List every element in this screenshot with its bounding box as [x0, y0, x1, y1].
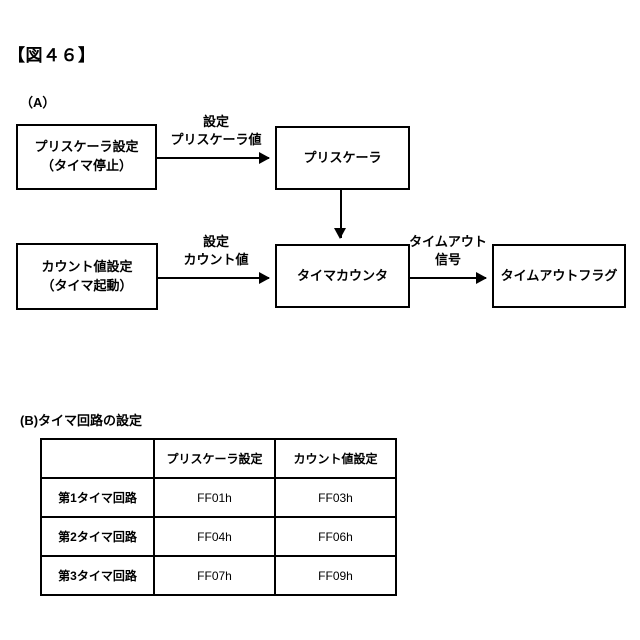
table-header-prescaler-setting: プリスケーラ設定	[153, 438, 276, 479]
arrow-down-icon-prescaler-to-counter	[334, 190, 346, 239]
arrow-label-count-value-line1: 設定	[202, 234, 229, 249]
table-row-label-timer2: 第2タイマ回路	[40, 516, 155, 557]
table-cell-timer3-count: FF09h	[274, 555, 397, 596]
block-prescaler-setting-line2: （タイマ停止）	[40, 158, 132, 173]
table-row-label-timer3: 第3タイマ回路	[40, 555, 155, 596]
arrow-label-timeout-signal-line1: タイムアウト	[409, 234, 487, 249]
block-timeout-flag-line1: タイムアウトフラグ	[500, 267, 618, 283]
table-row: 第3タイマ回路 FF07h FF09h	[40, 555, 397, 596]
table-cell-timer2-count: FF06h	[274, 516, 397, 557]
table-cell-timer3-prescaler: FF07h	[153, 555, 276, 596]
block-prescaler-setting-line1: プリスケーラ設定	[34, 139, 139, 155]
arrow-right-icon-timeout-signal	[410, 272, 487, 284]
timer-settings-table: プリスケーラ設定 カウント値設定 第1タイマ回路 FF01h FF03h 第2タ…	[40, 438, 397, 596]
arrow-label-count-value-line2: カウント値	[183, 252, 249, 268]
arrow-right-icon-count-value	[158, 272, 270, 284]
block-prescaler: プリスケーラ	[275, 126, 410, 190]
figure-title: 【図４６】	[8, 46, 96, 65]
arrow-label-prescaler-value: 設定 プリスケーラ値	[160, 113, 272, 149]
block-timer-counter-line1: タイマカウンタ	[296, 267, 388, 283]
arrow-right-icon-prescaler-value	[157, 152, 270, 164]
table-cell-timer1-prescaler: FF01h	[153, 477, 276, 518]
block-timer-counter: タイマカウンタ	[275, 244, 410, 308]
table-header-count-value-setting: カウント値設定	[274, 438, 397, 479]
section-label-a: （A）	[20, 95, 56, 110]
table-header-row: プリスケーラ設定 カウント値設定	[40, 438, 397, 479]
table-cell-timer1-count: FF03h	[274, 477, 397, 518]
block-count-value-setting: カウント値設定 （タイマ起動）	[16, 243, 158, 310]
arrow-label-timeout-signal: タイムアウト 信号	[398, 233, 498, 269]
block-count-value-setting-line1: カウント値設定	[41, 258, 133, 274]
block-prescaler-line1: プリスケーラ	[303, 149, 382, 165]
arrow-label-prescaler-value-line1: 設定	[202, 114, 229, 129]
table-row: 第1タイマ回路 FF01h FF03h	[40, 477, 397, 518]
section-label-b: (B)タイマ回路の設定	[20, 413, 143, 428]
table-cell-timer2-prescaler: FF04h	[153, 516, 276, 557]
arrow-label-count-value: 設定 カウント値	[160, 233, 272, 269]
table-row: 第2タイマ回路 FF04h FF06h	[40, 516, 397, 557]
arrow-label-timeout-signal-line2: 信号	[434, 252, 461, 268]
block-prescaler-setting: プリスケーラ設定 （タイマ停止）	[16, 124, 157, 190]
table-row-label-timer1: 第1タイマ回路	[40, 477, 155, 518]
arrow-label-prescaler-value-line2: プリスケーラ値	[170, 132, 262, 148]
table-header-blank	[40, 438, 155, 479]
block-count-value-setting-line2: （タイマ起動）	[41, 277, 133, 293]
block-timeout-flag: タイムアウトフラグ	[492, 244, 626, 308]
